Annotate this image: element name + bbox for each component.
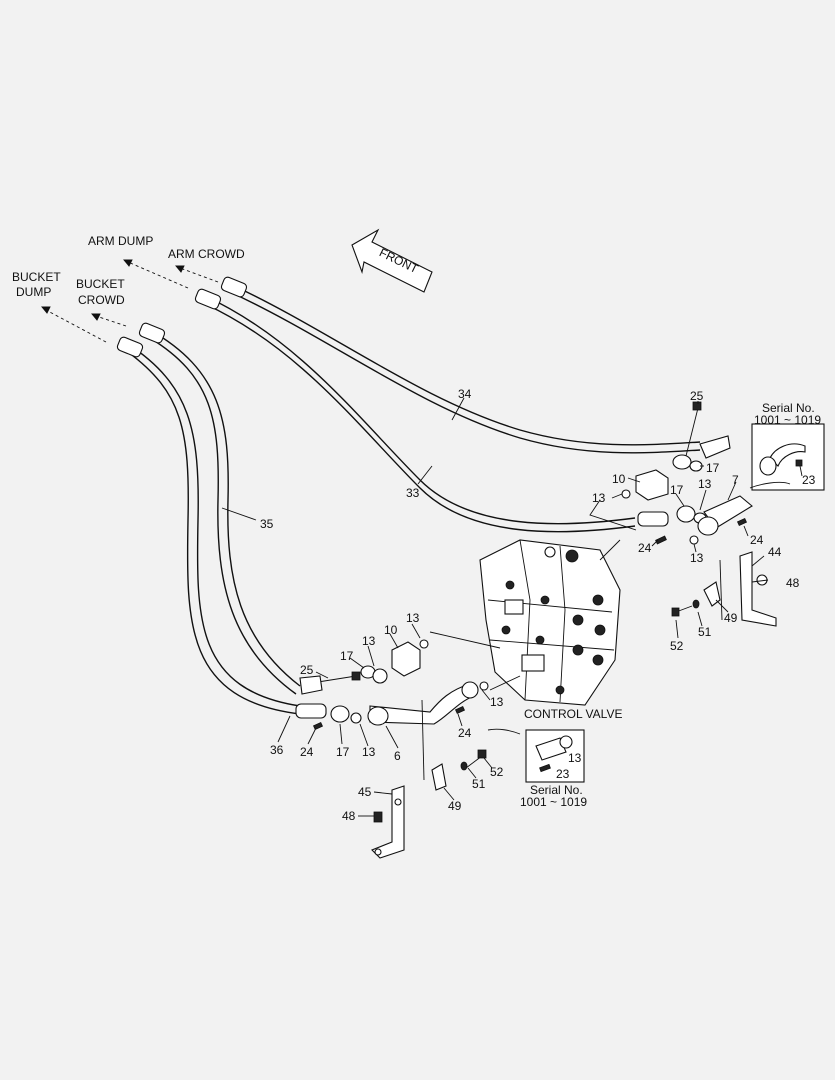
part-35: 35 — [260, 517, 274, 531]
part-13-mid-b: 13 — [362, 634, 376, 648]
part-52-bot: 52 — [490, 765, 504, 779]
part-24-mid: 24 — [458, 726, 472, 740]
serial-top-line2: 1001 ~ 1019 — [754, 413, 821, 427]
part-leaders — [221, 397, 769, 817]
part-24-top-b: 24 — [638, 541, 652, 555]
part-numbers: 34 33 35 36 25 17 10 13 17 13 7 24 24 13… — [260, 387, 800, 823]
serial-bottom-part-13: 13 — [568, 751, 582, 765]
serial-box-bottom — [487, 728, 585, 783]
part-13-bot: 13 — [362, 745, 376, 759]
part-24-bot: 24 — [300, 745, 314, 759]
label-bucket-crowd-1: BUCKET — [76, 277, 125, 291]
serial-top-line1: Serial No. — [762, 401, 815, 415]
part-25-mid: 25 — [300, 663, 314, 677]
top-right-fittings — [621, 401, 753, 545]
part-49-top: 49 — [724, 611, 738, 625]
part-49-bot: 49 — [448, 799, 462, 813]
part-52-top: 52 — [670, 639, 684, 653]
part-10-mid: 10 — [384, 623, 398, 637]
part-34: 34 — [458, 387, 472, 401]
part-48-bot: 48 — [342, 809, 356, 823]
front-arrow: FRONT — [351, 228, 433, 293]
bracket-45 — [371, 699, 425, 859]
part-13-mid-a: 13 — [406, 611, 420, 625]
part-13-mid-c: 13 — [490, 695, 504, 709]
serial-box-top — [749, 423, 825, 491]
part-25-top: 25 — [690, 389, 704, 403]
label-arm-crowd: ARM CROWD — [168, 247, 245, 261]
part-44: 44 — [768, 545, 782, 559]
label-arm-dump: ARM DUMP — [88, 234, 153, 248]
part-13-top-a: 13 — [592, 491, 606, 505]
part-7: 7 — [732, 473, 739, 487]
label-bucket-dump-1: BUCKET — [12, 270, 61, 284]
hose-34 — [220, 276, 701, 454]
part-33: 33 — [406, 486, 420, 500]
part-17-bot: 17 — [336, 745, 350, 759]
label-bucket-dump-2: DUMP — [16, 285, 51, 299]
control-valve-label: CONTROL VALVE — [524, 707, 622, 721]
bottom-fittings — [295, 681, 489, 791]
serial-bottom-line1: Serial No. — [530, 783, 583, 797]
part-17-top-b: 17 — [670, 483, 684, 497]
part-6: 6 — [394, 749, 401, 763]
part-10-top: 10 — [612, 472, 626, 486]
direction-arrows — [41, 259, 219, 343]
part-51-bot: 51 — [472, 777, 486, 791]
part-17-top-a: 17 — [706, 461, 720, 475]
serial-bottom-line2: 1001 ~ 1019 — [520, 795, 587, 809]
hose-35 — [138, 322, 301, 695]
part-36: 36 — [270, 743, 284, 757]
part-45: 45 — [358, 785, 372, 799]
label-bucket-crowd-2: CROWD — [78, 293, 125, 307]
hose-36 — [116, 336, 301, 715]
mid-left-fittings — [299, 639, 429, 695]
serial-bottom-part-23: 23 — [556, 767, 570, 781]
part-17-mid: 17 — [340, 649, 354, 663]
part-48-top: 48 — [786, 576, 800, 590]
valve-leaders — [429, 499, 637, 691]
hose-33 — [194, 288, 636, 533]
part-24-top-a: 24 — [750, 533, 764, 547]
part-13-top-c: 13 — [690, 551, 704, 565]
part-13-top-b: 13 — [698, 477, 712, 491]
serial-top-part-23: 23 — [802, 473, 816, 487]
control-valve — [479, 539, 621, 706]
part-51-top: 51 — [698, 625, 712, 639]
